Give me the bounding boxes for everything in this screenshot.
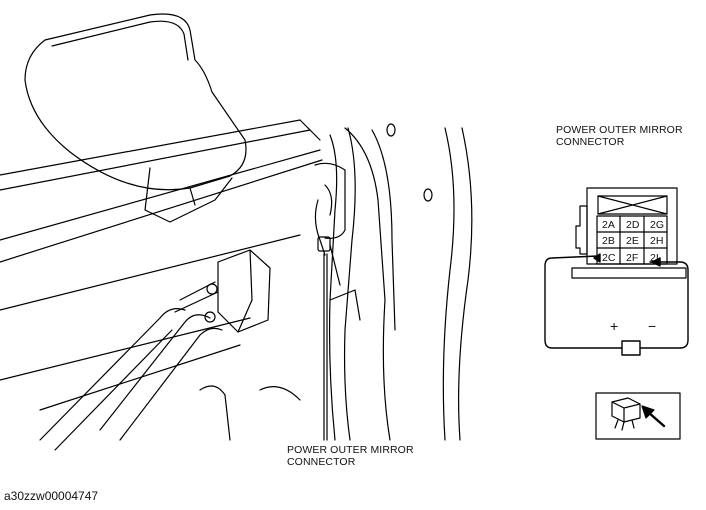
- battery-icon: [621, 340, 641, 356]
- connector-pin-labels: 2A 2D 2G 2B 2E 2H 2C 2F 2I: [602, 219, 664, 264]
- jumper-wire-circuit: [544, 253, 689, 356]
- connector-label-right: POWER OUTER MIRROR CONNECTOR: [556, 124, 706, 148]
- battery-positive-label: +: [610, 318, 618, 334]
- connector-label-bottom: POWER OUTER MIRROR CONNECTOR: [287, 444, 447, 468]
- connector-label-right-line2: CONNECTOR: [556, 136, 625, 148]
- connector-label-right-line1: POWER OUTER MIRROR: [556, 124, 683, 136]
- pin-label: 2D: [626, 219, 640, 231]
- pin-label: 2I: [650, 252, 659, 264]
- connector-label-bottom-line1: POWER OUTER MIRROR: [287, 444, 414, 456]
- pin-label: 2A: [602, 219, 615, 231]
- pin-label: 2E: [626, 235, 639, 247]
- pin-label: 2H: [650, 235, 663, 247]
- regulator-assembly: [39, 249, 271, 451]
- door-body-outline: [0, 119, 473, 441]
- side-mirror-icon: [24, 13, 247, 223]
- figure-id: a30zzw00004747: [4, 489, 99, 503]
- pin-label: 2F: [626, 252, 638, 264]
- pin-label: 2B: [602, 235, 615, 247]
- vehicle-harness-connector: [314, 162, 346, 441]
- connector-label-bottom-line2: CONNECTOR: [287, 456, 356, 468]
- pin-label: 2C: [602, 252, 616, 264]
- battery-negative-label: −: [648, 318, 656, 334]
- connector-view-direction-icon: [595, 392, 681, 440]
- pin-label: 2G: [650, 219, 664, 231]
- connector-face-diagram: [571, 187, 687, 279]
